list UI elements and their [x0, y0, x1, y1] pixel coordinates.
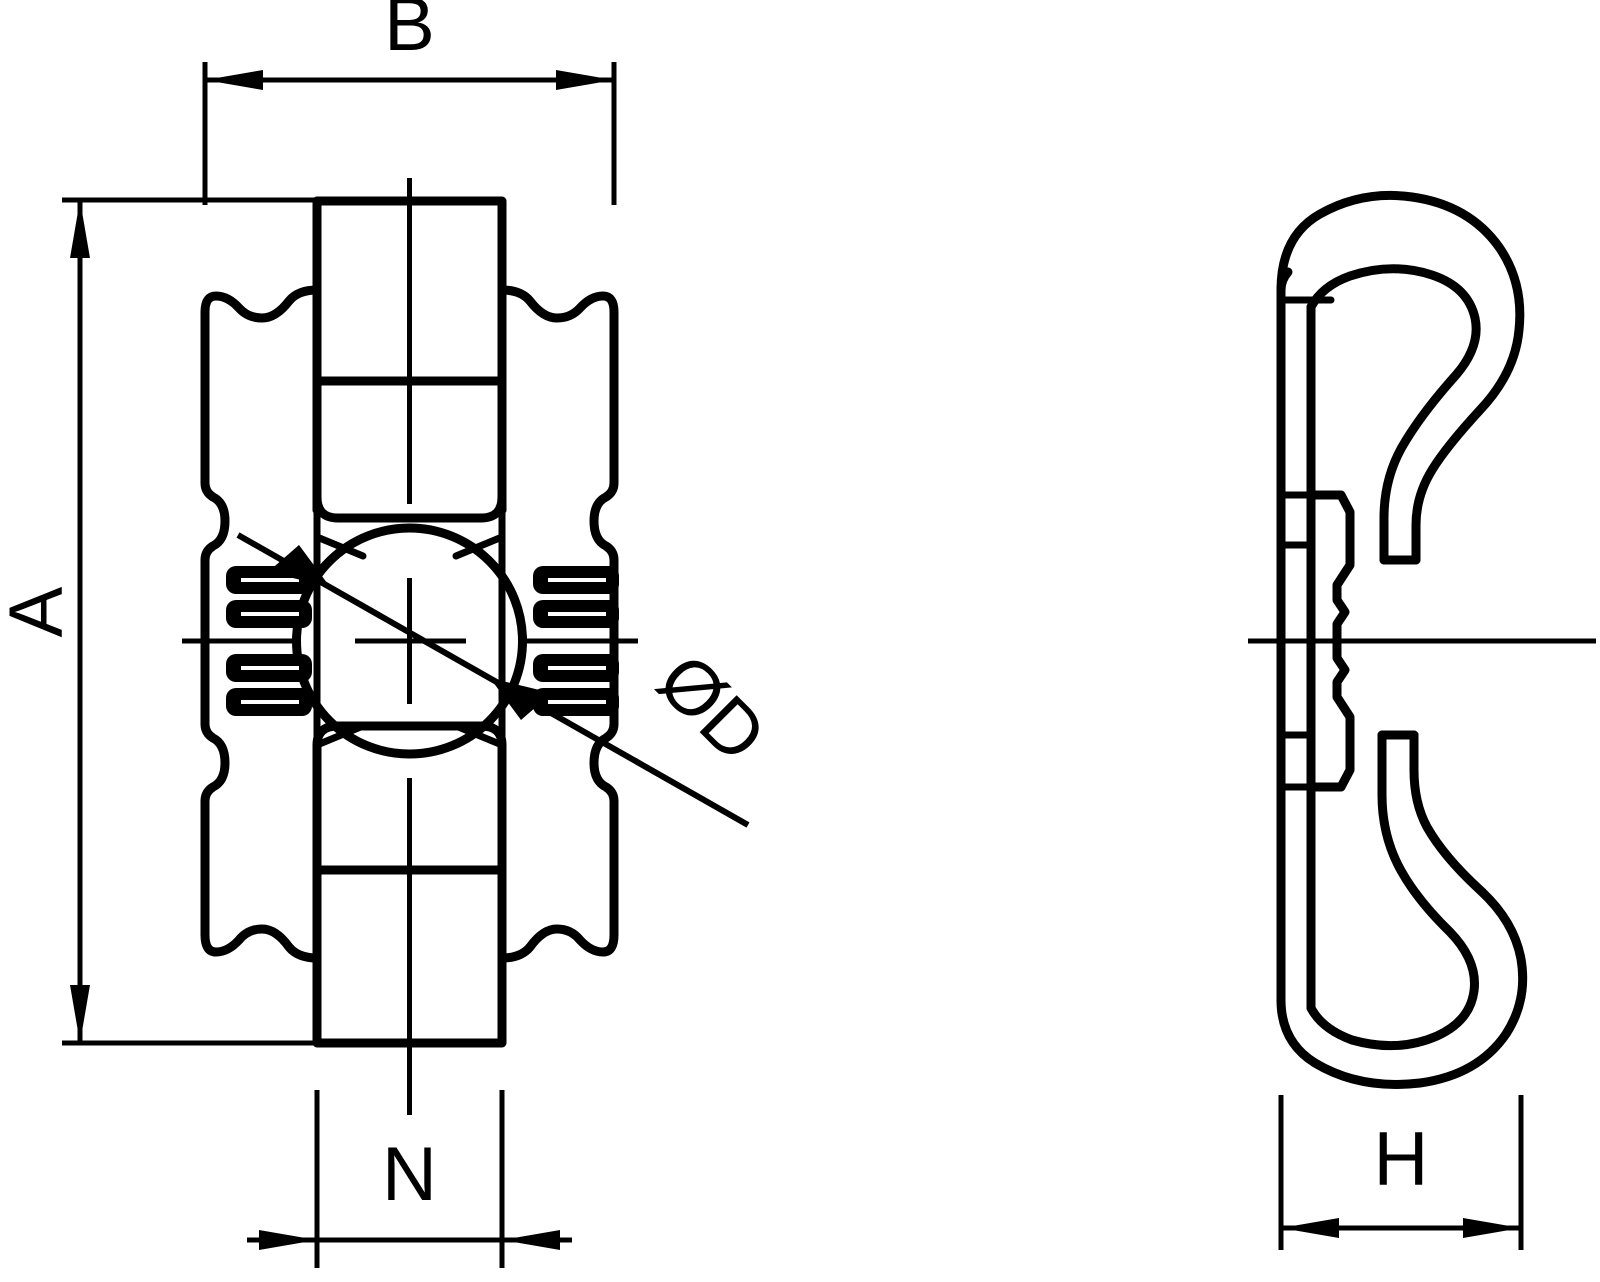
arrowhead-top: [70, 200, 90, 258]
arrowhead-n-left: [259, 1230, 317, 1250]
dimension-A: A: [0, 197, 322, 1046]
dimension-label-H: H: [1374, 1117, 1429, 1202]
serration-right-lower: [533, 654, 619, 716]
dimension-label-OD: ØD: [641, 638, 782, 779]
dimension-N: N: [247, 1090, 572, 1268]
arrowhead-h-left: [1281, 1218, 1339, 1238]
side-view-lower-hook: [1276, 730, 1528, 1089]
side-view: [1248, 190, 1596, 1089]
serration-right-upper: [533, 566, 619, 628]
dimension-label-N: N: [382, 1132, 437, 1217]
dimension-label-B: B: [384, 0, 435, 67]
arrowhead-h-right: [1463, 1218, 1521, 1238]
side-view-notch-column: [1277, 490, 1355, 792]
arrowhead-od-lower: [490, 678, 552, 720]
serration-left-upper: [226, 566, 312, 628]
dimension-H: H: [1278, 1095, 1524, 1250]
side-view-upper-hook: [1276, 190, 1525, 565]
arrowhead-left: [205, 70, 263, 90]
arrowhead-right: [556, 70, 614, 90]
dimension-B: B: [202, 0, 617, 205]
serration-left-lower: [226, 654, 312, 716]
front-view-centerlines: [182, 178, 638, 1115]
arrowhead-n-right: [502, 1230, 560, 1250]
arrowhead-od-upper: [268, 545, 330, 587]
dimension-label-A: A: [0, 586, 79, 637]
front-view: [182, 178, 638, 1115]
arrowhead-bottom: [70, 985, 90, 1043]
